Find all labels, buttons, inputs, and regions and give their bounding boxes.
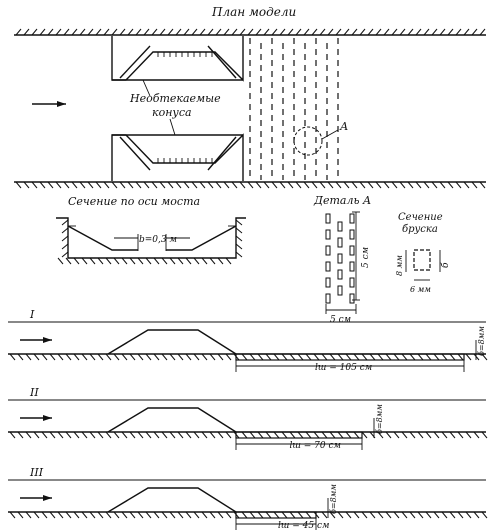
detail-bar <box>349 245 355 256</box>
bar-section-title-2: бруска <box>402 224 438 235</box>
sill-length-label: lш = 105 см <box>315 363 372 373</box>
detail-bar <box>349 293 355 304</box>
detail-bar <box>325 277 331 288</box>
cone-profile <box>107 329 237 355</box>
detail-bar <box>325 245 331 256</box>
sill-block <box>235 353 465 361</box>
section-title: Сечение по оси моста <box>68 195 200 208</box>
detail-a-bars <box>325 213 355 304</box>
bar-field-plan <box>249 38 339 180</box>
section-profile <box>56 217 246 265</box>
sill-length-label: lш = 45 см <box>278 521 329 531</box>
detail-a-letter: А <box>339 120 348 133</box>
detail-bar <box>325 229 331 240</box>
plan-title: План модели <box>211 5 296 19</box>
detail-bar <box>337 253 343 264</box>
cones-label-line2: конуса <box>152 106 192 119</box>
detail-dim-horizontal: 5 см <box>330 315 351 325</box>
sill-depth-label: б=8мм <box>329 484 338 514</box>
bar-dim-horizontal: 6 мм <box>410 285 431 294</box>
section-width-label: b=0,3 м <box>139 235 177 245</box>
detail-bar <box>325 213 331 224</box>
bar-cross-section <box>405 249 441 281</box>
sill-depth-label: б=8мм <box>375 404 384 434</box>
cone-profile <box>107 487 237 513</box>
profile-case-2: II lш = 70 см б=8мм <box>8 386 488 451</box>
upper-cone <box>111 36 244 82</box>
bar-section-title-1: Сечение <box>398 212 443 223</box>
detail-bar <box>325 293 331 304</box>
profile-case-3: III lш = 45 смб=8мм <box>8 466 488 531</box>
detail-bar <box>337 237 343 248</box>
detail-bar <box>349 261 355 272</box>
case-roman-numeral: II <box>29 386 39 399</box>
sill-block <box>235 511 317 519</box>
plan-top-bank <box>14 28 486 36</box>
case-roman-numeral: I <box>29 308 35 321</box>
sill-length-label: lш = 70 см <box>290 441 341 451</box>
detail-bar <box>349 213 355 224</box>
bar-dim-side: б <box>440 262 451 268</box>
bar-dim-vertical: 8 мм <box>395 255 404 276</box>
detail-dimensions <box>325 211 360 314</box>
detail-bar <box>337 221 343 232</box>
plan-bottom-bank <box>14 181 486 189</box>
flow-arrow-plan <box>32 101 66 107</box>
detail-bar <box>349 277 355 288</box>
lower-cone <box>111 133 244 181</box>
sill-block <box>235 431 363 439</box>
sill-depth-label: б=8мм <box>477 326 486 356</box>
cone-profile <box>107 407 237 433</box>
detail-bar <box>325 261 331 272</box>
detail-dim-vertical: 5 см <box>361 247 371 268</box>
cones-label-line1: Необтекаемые <box>129 92 221 105</box>
detail-bar <box>337 285 343 296</box>
detail-a-marker <box>293 126 339 156</box>
detail-bar <box>337 269 343 280</box>
detail-title: Деталь А <box>313 194 371 207</box>
detail-bar <box>349 229 355 240</box>
case-roman-numeral: III <box>29 466 44 479</box>
profile-case-1: Ilш = 105 см б=8мм <box>8 308 488 373</box>
